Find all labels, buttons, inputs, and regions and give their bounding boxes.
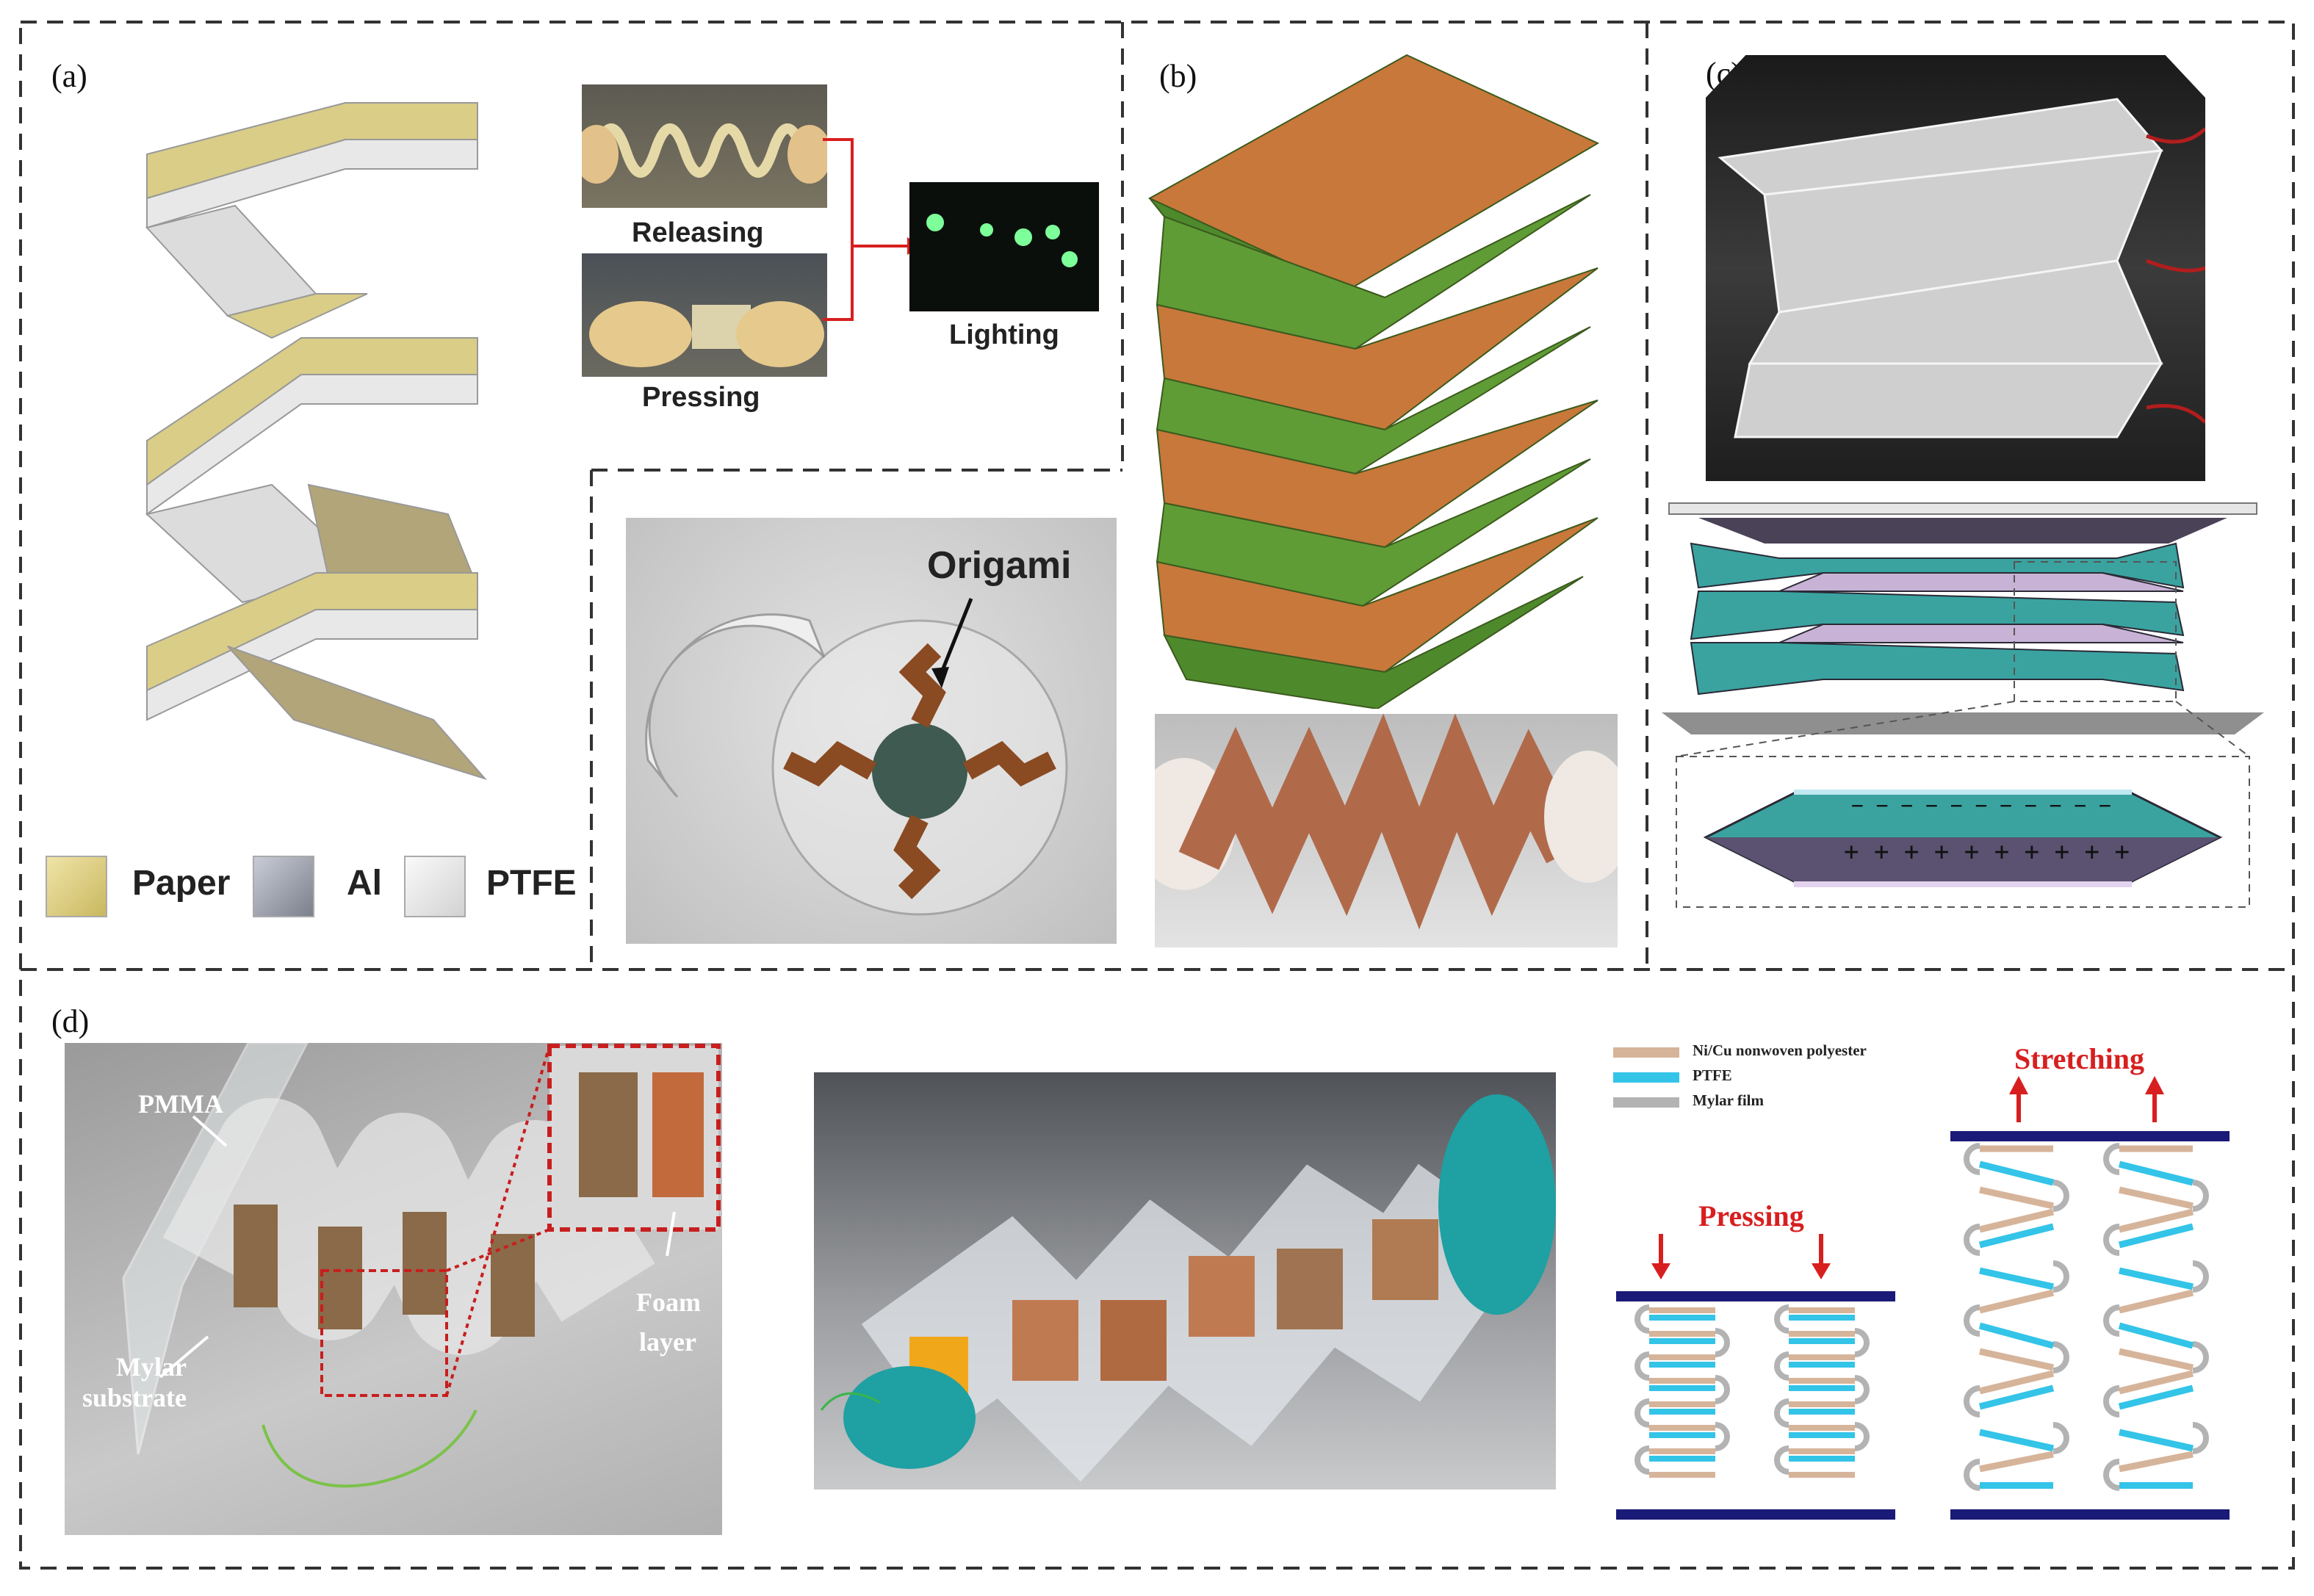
copper-green-zigzag-render	[1147, 54, 1600, 709]
legend-swatch-mylar	[1613, 1097, 1679, 1108]
legend-swatch-ptfe	[404, 856, 466, 917]
positive-charges: + + + + + + + + + +	[1844, 837, 2130, 867]
releasing-photo	[582, 84, 827, 208]
zigzag-device-photo	[65, 1043, 722, 1535]
stretching-schematic	[1950, 1076, 2230, 1520]
mylar-annotation-line2: substrate	[82, 1383, 187, 1412]
foam-annotation-line2: layer	[639, 1327, 696, 1357]
copper-origami-photo	[1155, 714, 1618, 947]
zigzag-stack-illustration	[145, 102, 488, 780]
legend-label-paper: Paper	[132, 864, 231, 903]
pmma-annotation: PMMA	[138, 1089, 223, 1119]
legend-label-mylar: Mylar film	[1693, 1091, 1765, 1109]
hand-held-device-photo	[814, 1072, 1556, 1490]
legend-label-al: Al	[347, 864, 382, 903]
stretching-label: Stretching	[2014, 1042, 2145, 1075]
pressing-photo	[582, 253, 827, 377]
origami-caption: Origami	[927, 544, 1072, 587]
panel-b-label: (b)	[1159, 58, 1197, 94]
pressing-caption: Pressing	[642, 382, 760, 413]
negative-charges: − − − − − − − − − − −	[1851, 793, 2112, 817]
material-legend: Paper Al PTFE	[46, 848, 604, 918]
releasing-caption: Releasing	[632, 217, 764, 248]
legend-label-ptfe: PTFE	[486, 864, 577, 903]
lighting-caption: Lighting	[949, 319, 1059, 350]
teal-lavender-stack-diagram	[1662, 502, 2264, 908]
legend-swatch-nicu	[1613, 1047, 1679, 1058]
panel-d-label: (d)	[51, 1003, 90, 1039]
legend-swatch-ptfe-d	[1613, 1072, 1679, 1083]
legend-swatch-al	[253, 856, 314, 917]
origami-ball-render	[626, 518, 1117, 944]
material-legend-d: Ni/Cu nonwoven polyester PTFE Mylar film	[1613, 1041, 2054, 1109]
origami-stack-photo	[1706, 55, 2205, 481]
foam-annotation-line1: Foam	[636, 1288, 701, 1317]
mylar-annotation-line1: Mylar	[116, 1352, 187, 1382]
panel-a-label: (a)	[51, 58, 87, 94]
legend-label-nicu: Ni/Cu nonwoven polyester	[1693, 1041, 1867, 1059]
legend-label-ptfe-d: PTFE	[1693, 1066, 1732, 1084]
pressing-label: Pressing	[1698, 1199, 1804, 1232]
pressing-schematic	[1616, 1234, 1895, 1520]
legend-swatch-paper	[46, 856, 107, 917]
lighting-photo	[909, 182, 1099, 311]
